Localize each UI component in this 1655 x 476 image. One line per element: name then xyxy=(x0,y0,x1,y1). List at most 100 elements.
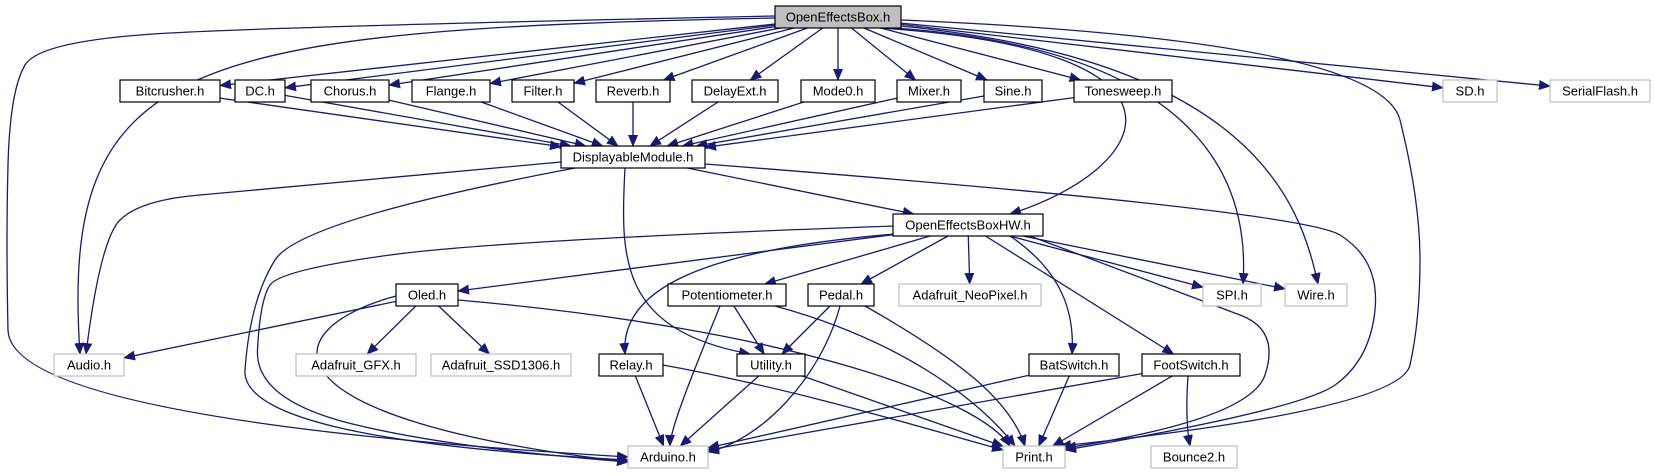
node-box xyxy=(511,79,575,103)
node-label: Tonesweep.h xyxy=(1085,84,1162,99)
node-box xyxy=(774,5,902,29)
node-box xyxy=(411,79,491,103)
edge-batswitch-to-print xyxy=(1038,375,1070,447)
edge-openeffectsbox-to-serialflash xyxy=(900,22,1551,91)
edge-oled-to-arduino xyxy=(316,295,629,466)
node-wire: Wire.h xyxy=(1284,283,1348,307)
edge-openeffectsbox-to-bitcrusher xyxy=(219,23,776,90)
node-label: OpenEffectsBoxHW.h xyxy=(905,218,1031,233)
edge-utility-to-print xyxy=(802,375,1004,448)
node-label: Audio.h xyxy=(67,358,111,373)
edge-openeffectsbox-to-dc xyxy=(284,24,776,92)
node-chorus[interactable]: Chorus.h xyxy=(310,79,390,103)
edge-openeffectsboxhw-to-wire xyxy=(1022,235,1286,292)
node-potentiometer[interactable]: Potentiometer.h xyxy=(667,283,787,307)
edge-tonesweep-to-displayablemodule xyxy=(704,96,1075,151)
node-label: Print.h xyxy=(1015,450,1053,465)
node-label: Potentiometer.h xyxy=(681,288,772,303)
node-box xyxy=(983,79,1043,103)
node-box xyxy=(667,283,787,307)
edge-openeffectsboxhw-to-pedal xyxy=(860,235,949,285)
node-tonesweep[interactable]: Tonesweep.h xyxy=(1073,79,1173,103)
edge-openeffectsbox-to-tonesweep xyxy=(880,27,1082,83)
node-mode0[interactable]: Mode0.h xyxy=(800,79,876,103)
node-reverb[interactable]: Reverb.h xyxy=(595,79,671,103)
node-box xyxy=(896,79,962,103)
node-openeffectsboxhw[interactable]: OpenEffectsBoxHW.h xyxy=(892,213,1044,237)
node-oled[interactable]: Oled.h xyxy=(395,283,459,307)
node-displayablemodule[interactable]: DisplayableModule.h xyxy=(560,145,706,169)
edge-openeffectsboxhw-to-potentiometer xyxy=(763,235,931,286)
edge-openeffectsbox-to-spi xyxy=(894,27,1249,285)
node-filter[interactable]: Filter.h xyxy=(511,79,575,103)
node-arduino: Arduino.h xyxy=(627,445,709,469)
node-box xyxy=(1141,353,1241,377)
edge-oled-to-adafruit-ssd1306 xyxy=(438,305,491,355)
node-bitcrusher[interactable]: Bitcrusher.h xyxy=(119,79,221,103)
node-mixer[interactable]: Mixer.h xyxy=(896,79,962,103)
node-utility[interactable]: Utility.h xyxy=(736,353,806,377)
edge-openeffectsboxhw-to-print xyxy=(1029,235,1270,452)
node-box xyxy=(1073,79,1173,103)
node-relay[interactable]: Relay.h xyxy=(598,353,664,377)
edge-mixer-to-displayablemodule xyxy=(681,97,898,149)
node-box xyxy=(1442,79,1498,103)
node-box xyxy=(295,353,417,377)
node-box xyxy=(807,283,875,307)
node-label: Utility.h xyxy=(750,358,792,373)
node-audio: Audio.h xyxy=(53,353,125,377)
node-label: Adafruit_GFX.h xyxy=(311,358,401,373)
node-batswitch[interactable]: BatSwitch.h xyxy=(1028,353,1120,377)
edge-mode0-to-displayablemodule xyxy=(666,101,804,148)
edge-oled-to-audio xyxy=(123,300,397,361)
edge-pedal-to-arduino xyxy=(707,305,841,455)
node-box xyxy=(234,79,286,103)
edge-openeffectsbox-to-print xyxy=(900,19,1421,450)
node-box xyxy=(119,79,221,103)
node-label: Arduino.h xyxy=(640,450,696,465)
node-label: Pedal.h xyxy=(819,288,863,303)
node-label: FootSwitch.h xyxy=(1153,358,1228,373)
node-box xyxy=(736,353,806,377)
node-box xyxy=(53,353,125,377)
node-sine[interactable]: Sine.h xyxy=(983,79,1043,103)
node-openeffectsbox[interactable]: OpenEffectsBox.h xyxy=(774,5,902,29)
edge-relay-to-arduino xyxy=(634,375,665,447)
edge-footswitch-to-arduino xyxy=(707,372,1143,454)
node-flange[interactable]: Flange.h xyxy=(411,79,491,103)
node-box xyxy=(1202,283,1262,307)
node-label: SPI.h xyxy=(1216,288,1248,303)
node-box xyxy=(595,79,671,103)
node-box xyxy=(395,283,459,307)
node-box xyxy=(598,353,664,377)
node-box xyxy=(898,283,1042,307)
edge-openeffectsboxhw-to-footswitch xyxy=(985,235,1175,355)
node-label: Mixer.h xyxy=(908,84,950,99)
edge-openeffectsbox-to-openeffectsboxhw xyxy=(879,27,1127,216)
edge-openeffectsbox-to-reverb xyxy=(662,27,808,81)
node-box xyxy=(691,79,779,103)
node-dc[interactable]: DC.h xyxy=(234,79,286,103)
edge-openeffectsboxhw-to-oled xyxy=(457,234,894,295)
edge-openeffectsbox-to-sd xyxy=(900,23,1444,92)
node-adafruit-ssd1306: Adafruit_SSD1306.h xyxy=(430,353,572,377)
node-label: Flange.h xyxy=(426,84,477,99)
node-label: Bounce2.h xyxy=(1163,450,1225,465)
edge-openeffectsbox-to-delayext xyxy=(749,27,824,81)
node-box xyxy=(560,145,706,169)
edge-bitcrusher-to-displayablemodule xyxy=(219,97,562,151)
edge-displayablemodule-to-arduino xyxy=(244,167,629,465)
node-label: DisplayableModule.h xyxy=(573,150,694,165)
edge-openeffectsbox-to-chorus xyxy=(388,25,776,89)
edge-openeffectsboxhw-to-arduino xyxy=(256,225,894,467)
node-footswitch[interactable]: FootSwitch.h xyxy=(1141,353,1241,377)
edge-displayablemodule-to-openeffectsboxhw xyxy=(687,167,915,217)
edge-pedal-to-print xyxy=(864,305,1027,447)
edge-potentiometer-to-arduino xyxy=(665,305,721,447)
node-delayext[interactable]: DelayExt.h xyxy=(691,79,779,103)
node-label: Filter.h xyxy=(523,84,562,99)
edge-sine-to-displayablemodule xyxy=(695,95,985,150)
node-pedal[interactable]: Pedal.h xyxy=(807,283,875,307)
